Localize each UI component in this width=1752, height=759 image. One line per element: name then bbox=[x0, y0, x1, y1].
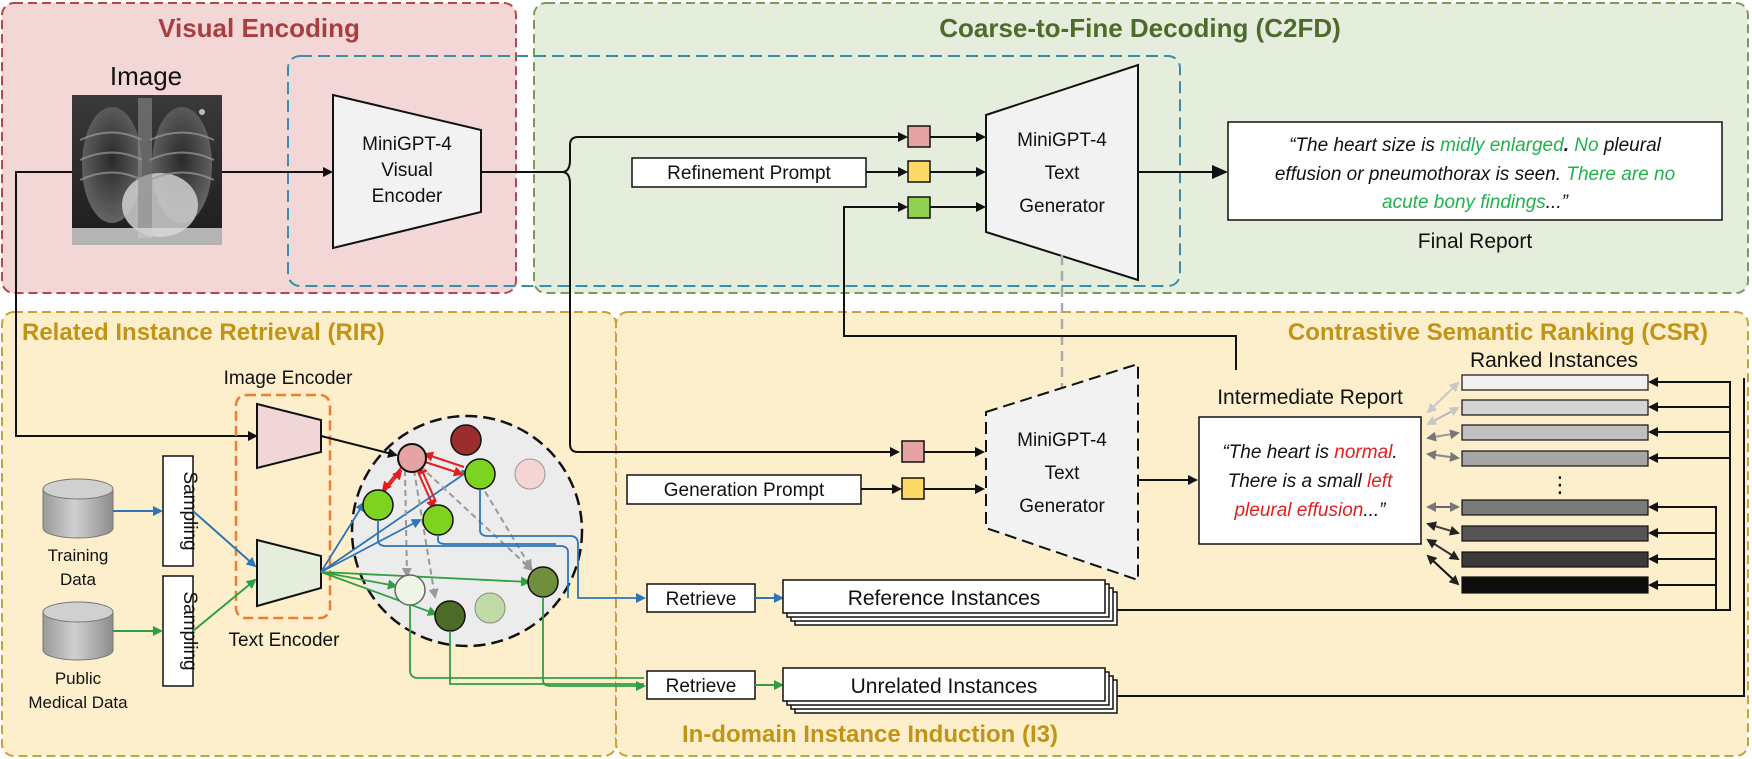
node-green-2 bbox=[362, 489, 394, 521]
sampling-box-public bbox=[162, 575, 194, 687]
generation-prompt-label: Generation Prompt bbox=[664, 480, 825, 501]
node-dark-green-2 bbox=[527, 566, 559, 598]
final-report-line-3: acute bony findings...” bbox=[1382, 192, 1570, 213]
unrelated-instances-stack bbox=[782, 667, 1118, 714]
text-generator-bottom-label-1: MiniGPT-4 bbox=[1017, 430, 1107, 451]
training-data-label-1: Training bbox=[48, 546, 109, 565]
node-green-3 bbox=[422, 504, 454, 536]
csr-panel bbox=[615, 311, 1749, 757]
query-node bbox=[397, 443, 427, 473]
intermediate-report-box bbox=[1198, 416, 1422, 545]
csr-title: Contrastive Semantic Ranking (CSR) bbox=[1288, 319, 1708, 346]
text-generator-bottom bbox=[985, 362, 1139, 582]
xray-image bbox=[72, 95, 222, 245]
intermediate-report-label: Intermediate Report bbox=[1217, 386, 1403, 409]
encoders-group bbox=[234, 393, 332, 620]
node-light-green bbox=[474, 592, 506, 624]
node-dark-red bbox=[450, 424, 482, 456]
reference-instances-stack bbox=[782, 579, 1118, 626]
public-data-label-1: Public bbox=[55, 669, 102, 688]
image-encoder-block bbox=[256, 402, 322, 470]
encoder-decoder-overlap bbox=[287, 55, 1181, 287]
text-generator-top-label-3: Generator bbox=[1019, 196, 1105, 217]
node-pale-green bbox=[394, 574, 426, 606]
training-data-label-2: Data bbox=[60, 570, 96, 589]
token-yellow-top bbox=[907, 160, 931, 183]
intermediate-report-line-2: There is a small left bbox=[1228, 471, 1393, 492]
text-generator-bottom-label-3: Generator bbox=[1019, 496, 1105, 517]
visual-encoding-title: Visual Encoding bbox=[158, 13, 360, 43]
reference-instances-label: Reference Instances bbox=[848, 587, 1041, 610]
retrieve-label-reference: Retrieve bbox=[666, 589, 737, 610]
token-red-top bbox=[907, 125, 931, 148]
final-report-line-2: effusion or pneumothorax is seen. There … bbox=[1275, 164, 1675, 185]
token-green-top bbox=[907, 196, 931, 219]
image-encoder-label: Image Encoder bbox=[224, 368, 354, 389]
text-generator-top-label-1: MiniGPT-4 bbox=[1017, 130, 1107, 151]
visual-encoder-block bbox=[332, 93, 482, 250]
i3-title: In-domain Instance Induction (I3) bbox=[682, 721, 1058, 748]
generation-prompt-box bbox=[626, 474, 862, 505]
public-data-icon bbox=[42, 601, 114, 661]
visual-encoder-label-3: Encoder bbox=[372, 186, 443, 207]
ranked-instances-label: Ranked Instances bbox=[1470, 349, 1638, 372]
intermediate-report-line-1: “The heart is normal. bbox=[1222, 442, 1397, 463]
node-green-1 bbox=[464, 458, 496, 490]
sampling-label-training: Sampling bbox=[179, 471, 200, 550]
retrieve-label-unrelated: Retrieve bbox=[666, 676, 737, 697]
ranked-instances-stack bbox=[1461, 374, 1649, 594]
visual-encoder-label-1: MiniGPT-4 bbox=[362, 134, 452, 155]
sampling-label-public: Sampling bbox=[179, 591, 200, 670]
token-red-bottom bbox=[901, 440, 925, 463]
final-report-label: Final Report bbox=[1418, 230, 1533, 253]
rir-title: Related Instance Retrieval (RIR) bbox=[22, 319, 385, 346]
public-data-label-2: Medical Data bbox=[28, 693, 128, 712]
refinement-prompt-label: Refinement Prompt bbox=[667, 163, 831, 184]
final-report-line-1: “The heart size is midly enlarged. No pl… bbox=[1289, 135, 1662, 156]
ranked-ellipsis: ⋮ bbox=[1549, 472, 1571, 497]
text-encoder-block bbox=[256, 538, 322, 608]
image-label: Image bbox=[110, 61, 182, 91]
text-generator-top-label-2: Text bbox=[1045, 163, 1081, 184]
training-data-icon bbox=[42, 478, 114, 539]
c2fd-title: Coarse-to-Fine Decoding (C2FD) bbox=[939, 13, 1341, 43]
text-generator-top bbox=[985, 63, 1139, 282]
node-dark-green-1 bbox=[434, 600, 466, 632]
node-light-pink bbox=[514, 458, 546, 490]
final-report-box bbox=[1227, 121, 1723, 221]
sampling-box-training bbox=[162, 455, 194, 567]
token-yellow-bottom bbox=[901, 477, 925, 500]
retrieve-box-reference bbox=[646, 583, 756, 613]
text-encoder-label: Text Encoder bbox=[229, 630, 341, 651]
visual-encoder-label-2: Visual bbox=[381, 160, 432, 181]
unrelated-instances-label: Unrelated Instances bbox=[851, 675, 1038, 698]
text-generator-bottom-label-2: Text bbox=[1045, 463, 1081, 484]
intermediate-report-line-3: pleural effusion...” bbox=[1233, 500, 1387, 521]
